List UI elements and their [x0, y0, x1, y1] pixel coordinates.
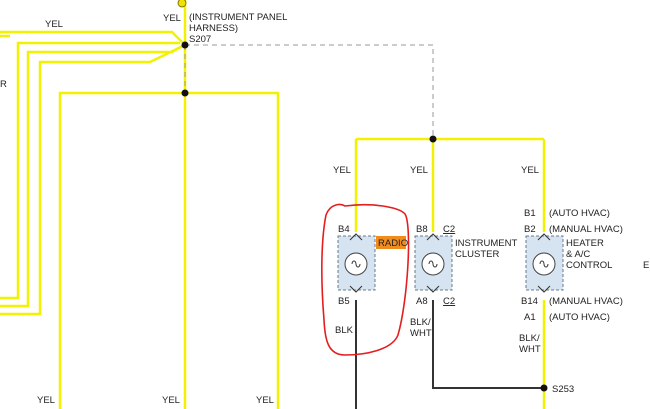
lamp-icon: [351, 260, 361, 268]
label-yel-top-center: YEL: [163, 13, 181, 24]
label-pin-b5: B5: [338, 296, 350, 307]
pin-arrows-icon: [349, 233, 363, 293]
label-pin-a1: A1: [524, 312, 536, 323]
label-manual-hvac-bottom: (MANUAL HVAC): [549, 296, 623, 307]
label-yel-bottom-2: YEL: [162, 395, 180, 406]
label-auto-hvac-top: (AUTO HVAC): [549, 208, 610, 219]
label-blk-wht-2a: BLK/: [519, 333, 540, 344]
label-pin-a8: A8: [416, 296, 428, 307]
splice-dot-s207: [181, 41, 189, 49]
label-pin-b4: B4: [338, 224, 350, 235]
label-cluster-1: INSTRUMENT: [455, 238, 517, 249]
label-cluster-2: CLUSTER: [455, 249, 499, 260]
radio-component[interactable]: [337, 233, 376, 293]
splice-dot-feed: [429, 135, 437, 143]
wire-yel-1: [0, 30, 186, 46]
label-harness-1: (INSTRUMENT PANEL: [189, 12, 287, 23]
label-yel-heater: YEL: [521, 165, 539, 176]
label-harness-2: HARNESS): [189, 23, 238, 34]
heater-control-component[interactable]: [525, 233, 564, 293]
label-cut-e: E: [643, 260, 649, 271]
label-yel-radio: YEL: [333, 165, 351, 176]
label-blk-wht-2b: WHT: [519, 344, 541, 355]
label-pin-c2-top: C2: [443, 224, 455, 235]
dashed-route-top: [185, 44, 434, 139]
cluster-component[interactable]: [414, 233, 453, 293]
wire-yel-2: [0, 41, 180, 300]
label-blk-wht-1a: BLK/: [410, 317, 431, 328]
label-pin-b2: B2: [524, 224, 536, 235]
label-heater-3: CONTROL: [566, 260, 612, 271]
wire-yel-left-branch: [58, 91, 185, 409]
splice-dot-s253: [540, 384, 548, 392]
label-cut-r: R: [0, 79, 7, 90]
wire-blkwht-cluster: [432, 300, 544, 389]
splice-dot-center: [181, 89, 189, 97]
radio-highlight: [376, 236, 406, 249]
label-blk: BLK: [335, 325, 354, 336]
pin-arrows-icon: [426, 233, 440, 293]
connector-top-icon: [177, 0, 187, 8]
label-pin-b14: B14: [521, 296, 538, 307]
lamp-icon: [539, 260, 549, 268]
label-yel-cluster: YEL: [410, 165, 428, 176]
wire-yel-4: [0, 43, 186, 316]
label-pin-b1: B1: [524, 208, 536, 219]
lamp-icon: [428, 260, 438, 268]
pin-arrows-icon: [537, 233, 551, 293]
label-pin-b8: B8: [416, 224, 428, 235]
red-markup-circle: [321, 203, 410, 356]
label-s253: S253: [552, 384, 574, 395]
label-heater-1: HEATER: [566, 238, 604, 249]
label-yel-top-left: YEL: [45, 19, 63, 30]
wire-yel-3: [0, 43, 185, 308]
label-yel-bottom-3: YEL: [256, 395, 274, 406]
label-radio: RADIO: [378, 238, 408, 249]
vertical-wires: [58, 0, 280, 409]
label-heater-2: & A/C: [566, 249, 590, 260]
label-auto-hvac-bottom: (AUTO HVAC): [549, 312, 610, 323]
left-wire-bundle: [0, 30, 186, 316]
label-manual-hvac-top: (MANUAL HVAC): [549, 224, 623, 235]
ground-wires: [355, 300, 544, 409]
label-blk-wht-1b: WHT: [410, 328, 432, 339]
label-pin-c2-bottom: C2: [443, 296, 455, 307]
splice-routing: [184, 44, 434, 139]
label-s207: S207: [189, 34, 211, 45]
wire-yel-right-branch: [185, 91, 280, 409]
label-yel-bottom-1: YEL: [37, 395, 55, 406]
